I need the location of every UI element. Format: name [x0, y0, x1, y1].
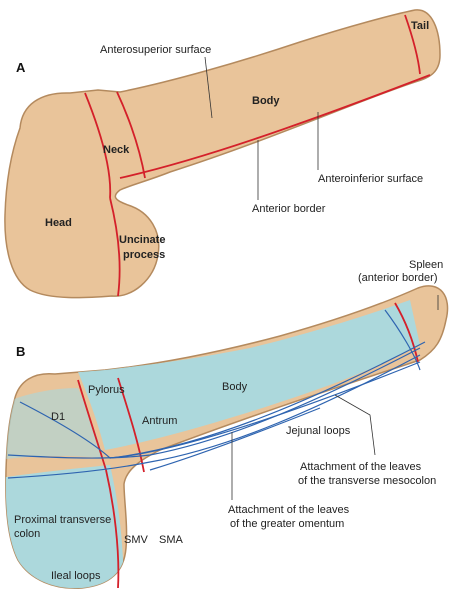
b-label-spleen-2: (anterior border)	[358, 272, 437, 284]
a-neck-right-line	[116, 91, 146, 179]
b-overlay-d1	[5, 388, 104, 460]
b-label-spleen-1: Spleen	[409, 259, 443, 271]
a-label-anterior-border: Anterior border	[252, 203, 326, 215]
b-label-jejunal: Jejunal loops	[286, 425, 351, 437]
b-smv-line	[105, 469, 120, 589]
b-blue-line-2	[7, 354, 421, 479]
b-leader-transverse	[334, 394, 376, 456]
b-label-ptc-1: Proximal transverse	[14, 514, 111, 526]
panel-a-letter: A	[16, 60, 26, 75]
a-neck-left-line	[84, 92, 112, 199]
panel-b-letter: B	[16, 344, 25, 359]
b-label-sma: SMA	[159, 534, 184, 546]
b-pylorus-right-line	[117, 377, 145, 473]
a-label-anterosuperior: Anterosuperior surface	[100, 44, 211, 56]
a-anterior-border-line	[119, 74, 431, 179]
b-label-d1: D1	[51, 411, 65, 423]
a-label-head: Head	[45, 217, 72, 229]
b-label-omentum-1: Attachment of the leaves	[228, 504, 350, 516]
b-blue-line-4	[109, 341, 426, 459]
b-blue-line-5	[149, 407, 321, 471]
a-label-neck: Neck	[103, 144, 130, 156]
b-label-smv: SMV	[124, 534, 149, 546]
a-label-uncinate-1: Uncinate	[119, 234, 165, 246]
b-overlay-lower	[5, 465, 124, 589]
a-label-body: Body	[252, 95, 280, 107]
a-label-tail: Tail	[411, 20, 429, 32]
b-label-pylorus: Pylorus	[88, 384, 125, 396]
a-label-uncinate-2: process	[123, 249, 165, 261]
b-label-transverse-2: of the transverse mesocolon	[298, 475, 436, 487]
b-blue-curve-tail	[384, 309, 421, 371]
a-leader-anterosuperior	[204, 56, 213, 119]
b-label-body: Body	[222, 381, 248, 393]
a-tail-line	[404, 14, 421, 75]
b-blue-line-1	[7, 347, 421, 459]
b-overlay-upper	[78, 300, 420, 450]
a-uncinate-line	[109, 197, 121, 297]
b-pylorus-left-line	[77, 379, 107, 471]
b-label-omentum-2: of the greater omentum	[230, 518, 344, 530]
a-label-anteroinferior: Anteroinferior surface	[318, 173, 423, 185]
pancreas-a-shape	[4, 9, 441, 299]
b-label-ileal: Ileal loops	[51, 570, 101, 582]
b-label-antrum: Antrum	[142, 415, 177, 427]
b-label-transverse-1: Attachment of the leaves	[300, 461, 422, 473]
b-label-ptc-2: colon	[14, 528, 40, 540]
